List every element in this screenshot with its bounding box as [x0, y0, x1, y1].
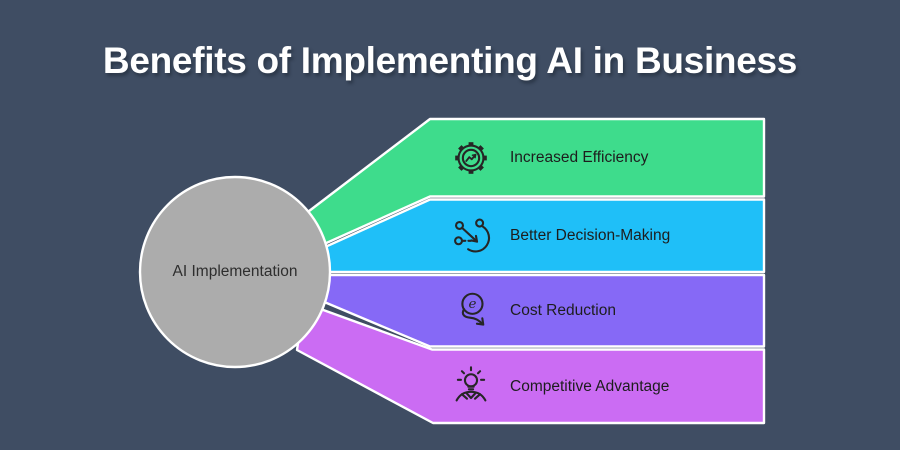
page-title: Benefits of Implementing AI in Business [102, 40, 798, 81]
hub-circle [138, 175, 332, 369]
ribbon-competitive-advantage [295, 301, 766, 425]
